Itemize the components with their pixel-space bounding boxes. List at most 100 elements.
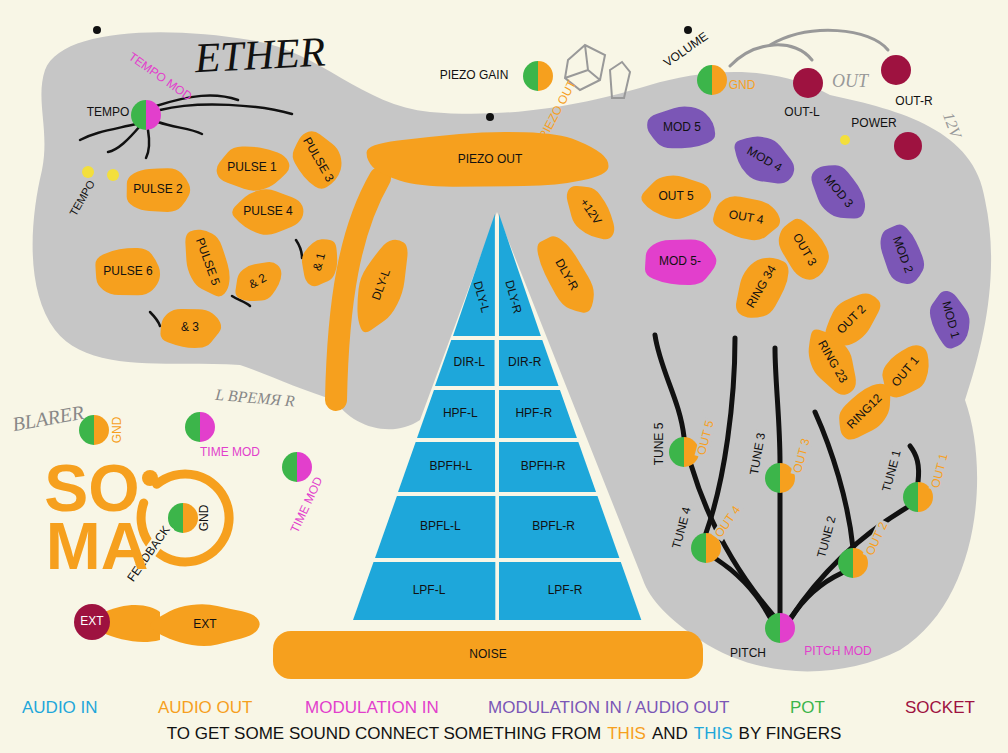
input-label: BPFL-R (530, 520, 577, 533)
cell-shape (499, 496, 619, 558)
legend-swatch: SOCKET (905, 698, 975, 718)
pad-shape (285, 123, 352, 195)
pad-shape (367, 132, 609, 187)
input-pad: DLY-L (453, 214, 495, 336)
cell-shape (499, 390, 577, 438)
pot-half (669, 437, 684, 467)
caption-text: BY FINGERS (739, 724, 842, 743)
pad-shape (227, 253, 291, 312)
input-label: DIR-R (506, 356, 543, 369)
pad-shape (556, 176, 623, 250)
pot-knob: TEMPOTEMPO MOD (131, 100, 161, 130)
wire (791, 507, 907, 617)
wire (716, 559, 770, 617)
pad-label: & 3 (181, 321, 199, 334)
legend-text: AUDIO OUT (158, 698, 252, 717)
knob-label: TUNE 5 (653, 421, 666, 468)
knob-label: TUNE 2 (815, 513, 840, 562)
handwritten-note: L ВРЕМЯ R (215, 386, 296, 410)
pad: MOD 5- (638, 235, 722, 289)
input-label: DIR-L (452, 356, 487, 369)
pad-label: PULSE 2 (133, 183, 182, 196)
input-label: BPFL-L (418, 520, 463, 533)
dots (82, 26, 850, 181)
knob-label: TEMPO (85, 106, 132, 119)
band-shape (273, 631, 703, 679)
tempo-roots (80, 95, 302, 326)
handwritten-note: BLARER (11, 401, 86, 435)
pad-label: MOD 5 (663, 121, 701, 134)
output-wires (730, 30, 888, 66)
wire (791, 573, 842, 618)
pad: MOD 3 (796, 149, 879, 235)
socket-jack: EXT (74, 604, 110, 640)
socket-shape (793, 68, 823, 98)
input-label: HPF-L (441, 407, 480, 420)
pad: DLY-L (341, 225, 424, 345)
pot-knob: TUNE 4OUT 4 (691, 533, 721, 563)
pad: MOD 2 (869, 214, 935, 297)
input-pad: LPF-L (353, 562, 495, 620)
socket-shape (881, 55, 911, 85)
input-label: HPF-R (513, 407, 554, 420)
pad: MOD 5 (642, 104, 722, 152)
pad-label: PULSE 1 (227, 161, 276, 174)
pot-knob: TUNE 2OUT 2 (838, 548, 868, 578)
pot-half (765, 463, 780, 493)
cell-shape (398, 442, 495, 492)
socket-jack: OUT-R (881, 55, 911, 85)
knob-label: PITCH MOD (802, 645, 873, 658)
pad: PULSE 5 (172, 217, 243, 308)
cell-shape (417, 390, 495, 438)
pad: PULSE 4 (229, 187, 307, 237)
cell-shape (435, 340, 495, 386)
pad: PIEZO OUT (345, 128, 635, 192)
cell-shape (499, 562, 641, 620)
input-label: LPF-R (546, 584, 585, 597)
socket-jack: OUT-L (793, 68, 823, 98)
caption-text: THIS (607, 724, 646, 743)
pot-half (780, 613, 795, 643)
input-label: BPFH-L (428, 460, 475, 473)
pot-half (691, 533, 706, 563)
wire (778, 493, 783, 613)
pad-shape (711, 193, 784, 245)
pad-shape (925, 287, 976, 352)
legend-swatch: MODULATION IN / AUDIO OUT (488, 698, 729, 718)
pad-label: PULSE 4 (243, 205, 292, 218)
pot-half (297, 452, 312, 482)
pad: OUT 4 (704, 188, 787, 248)
knob-label: GND (111, 415, 124, 446)
knob-label: PIEZO GAIN (438, 69, 511, 82)
input-pad: DLY-R (499, 214, 541, 336)
pad: & 1 (293, 230, 346, 294)
pad: MOD 4 (721, 121, 807, 199)
input-pad: BPFH-R (499, 442, 596, 492)
pot-knob: TIME MOD (282, 452, 312, 482)
cell-shape (453, 214, 495, 336)
knob-label: TEMPO (67, 178, 97, 218)
legend-swatch: MODULATION IN (305, 698, 439, 718)
wire (691, 465, 773, 615)
cell-shape (499, 442, 596, 492)
knob-label: TUNE 3 (747, 430, 768, 478)
pot-knob: VOLUMEGND (697, 65, 727, 95)
socket-jack: POWER (894, 132, 922, 160)
pad-shape (725, 247, 796, 327)
pot-half (697, 65, 712, 95)
knob-label: OUT-R (893, 95, 934, 108)
cell-shape (499, 214, 541, 336)
pad-label: PIEZO OUT (458, 153, 523, 166)
caption-text: THIS (694, 724, 733, 743)
caption-line: TO GET SOME SOUND CONNECT SOMETHING FROM… (0, 724, 1008, 744)
input-label: LPF-L (411, 584, 448, 597)
pad: PULSE 3 (280, 118, 357, 201)
pad-shape (344, 232, 418, 339)
pad: PULSE 2 (120, 164, 196, 216)
pad: & 3 (155, 305, 225, 351)
pad: OUT 5 (638, 173, 714, 221)
knob-label: TIME MOD (288, 473, 327, 537)
socket-shape (894, 132, 922, 160)
pot-knob: PITCHPITCH MOD (765, 613, 795, 643)
pot-half (838, 548, 853, 578)
